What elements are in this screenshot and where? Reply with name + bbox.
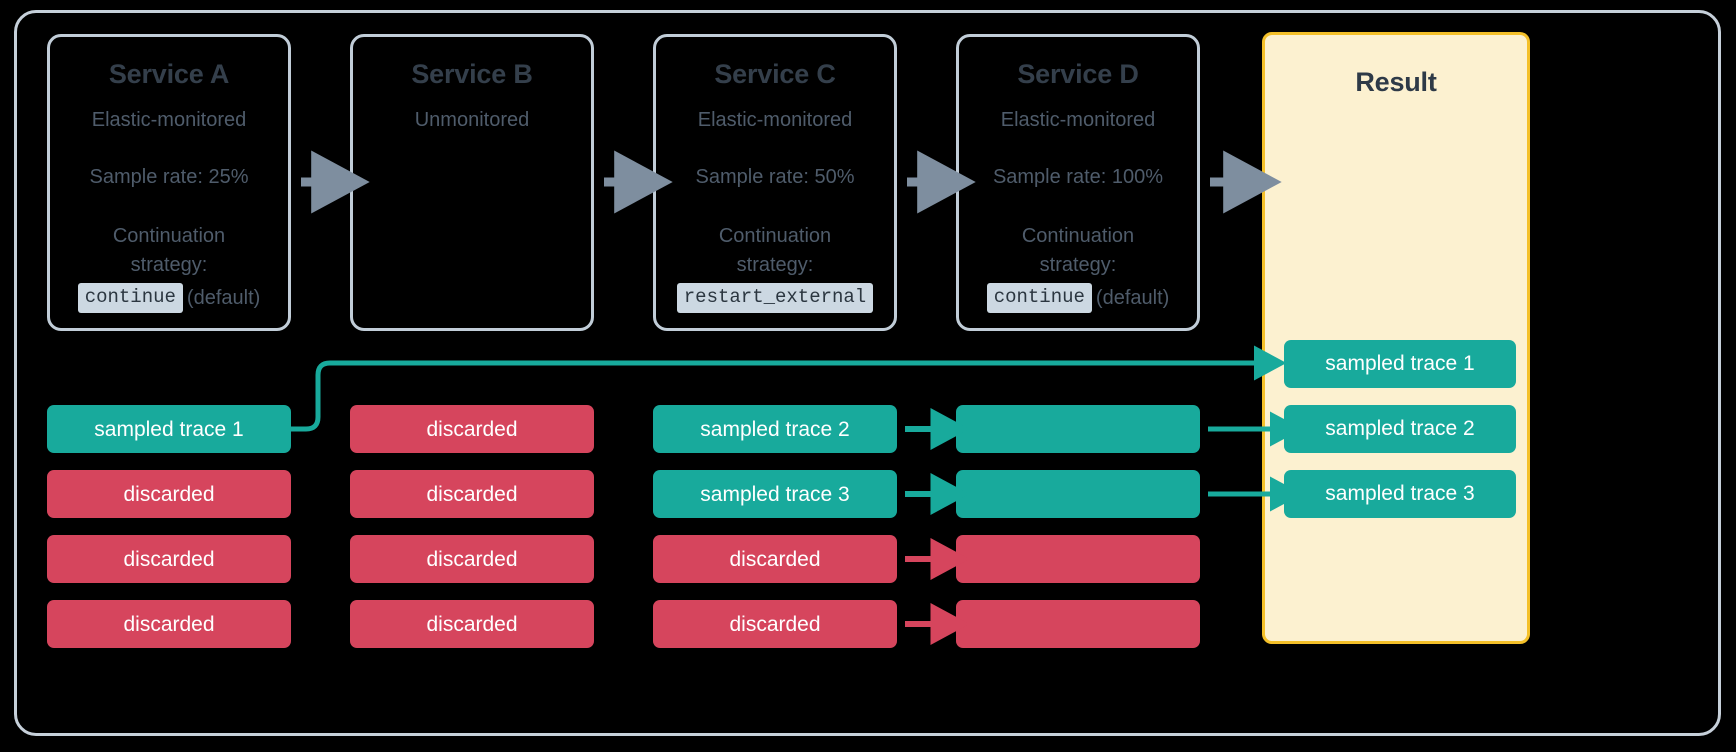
trace-box-c-3: discarded — [653, 535, 897, 583]
result-box-3: sampled trace 3 — [1284, 470, 1516, 518]
service-d-title: Service D — [1017, 59, 1139, 89]
service-c-strategy-code: restart_external — [676, 283, 874, 313]
service-b-title: Service B — [411, 59, 533, 89]
service-c-title: Service C — [714, 59, 836, 89]
service-box-d: Service D Elastic-monitored Sample rate:… — [956, 34, 1200, 331]
trace-box-b-2: discarded — [350, 470, 594, 518]
service-d-sample-rate: Sample rate: 100% — [992, 166, 1164, 189]
result-panel: Result — [1262, 32, 1530, 644]
service-c-sample-rate: Sample rate: 50% — [695, 166, 855, 189]
trace-box-c-1: sampled trace 2 — [653, 405, 897, 453]
service-box-a: Service A Elastic-monitored Sample rate:… — [47, 34, 291, 331]
service-box-c: Service C Elastic-monitored Sample rate:… — [653, 34, 897, 331]
service-a-strategy-value-row: continue(default) — [58, 283, 280, 313]
service-a-monitoring: Elastic-monitored — [91, 109, 247, 132]
service-d-strategy-code: continue — [986, 283, 1092, 313]
trace-box-a-3: discarded — [47, 535, 291, 583]
service-d-monitoring: Elastic-monitored — [1000, 109, 1156, 132]
trace-box-a-1: sampled trace 1 — [47, 405, 291, 453]
service-a-sample-rate: Sample rate: 25% — [89, 166, 249, 189]
trace-box-d-3 — [956, 535, 1200, 583]
trace-box-a-2: discarded — [47, 470, 291, 518]
service-d-strategy-value-row: continue(default) — [967, 283, 1189, 313]
service-b-monitoring: Unmonitored — [414, 109, 530, 132]
service-c-strategy-label-line1: Continuation — [718, 225, 832, 248]
service-c-strategy-value-row: restart_external — [664, 283, 886, 313]
service-d-strategy-label-line1: Continuation — [1021, 225, 1135, 248]
trace-box-b-4: discarded — [350, 600, 594, 648]
service-d-strategy-label: Continuation strategy: — [967, 222, 1189, 280]
result-box-2: sampled trace 2 — [1284, 405, 1516, 453]
service-box-b: Service B Unmonitored — [350, 34, 594, 331]
service-a-strategy-label: Continuation strategy: — [58, 222, 280, 280]
trace-box-b-3: discarded — [350, 535, 594, 583]
service-c-strategy-label-line2: strategy: — [736, 254, 814, 277]
service-c-monitoring: Elastic-monitored — [697, 109, 853, 132]
service-c-strategy-label: Continuation strategy: — [664, 222, 886, 280]
service-a-strategy-note: (default) — [186, 286, 261, 309]
trace-box-d-4 — [956, 600, 1200, 648]
trace-box-c-4: discarded — [653, 600, 897, 648]
service-a-strategy-label-line2: strategy: — [130, 254, 208, 277]
service-a-title: Service A — [108, 59, 230, 89]
result-box-1: sampled trace 1 — [1284, 340, 1516, 388]
service-a-strategy-code: continue — [77, 283, 183, 313]
service-d-strategy-label-line2: strategy: — [1039, 254, 1117, 277]
trace-box-d-1 — [956, 405, 1200, 453]
trace-box-b-1: discarded — [350, 405, 594, 453]
service-a-strategy-label-line1: Continuation — [112, 225, 226, 248]
service-d-strategy-note: (default) — [1095, 286, 1170, 309]
trace-box-c-2: sampled trace 3 — [653, 470, 897, 518]
trace-box-d-2 — [956, 470, 1200, 518]
result-panel-title: Result — [1355, 67, 1437, 97]
trace-box-a-4: discarded — [47, 600, 291, 648]
